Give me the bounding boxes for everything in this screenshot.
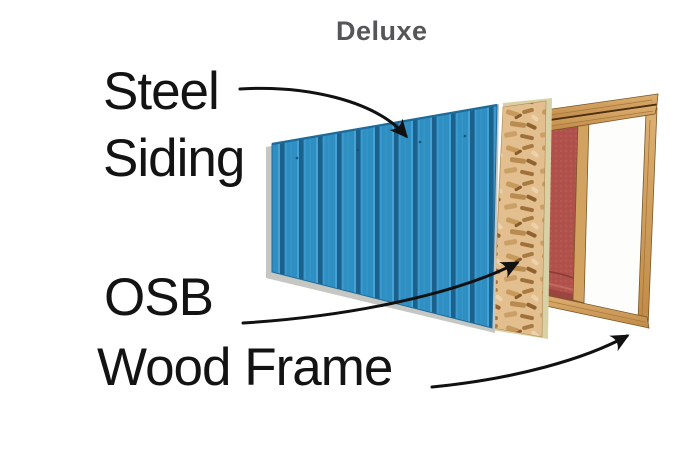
- osb-panel: [491, 98, 552, 339]
- siding-screws: [295, 134, 467, 160]
- label-steel-siding-line2: Siding: [103, 129, 245, 188]
- wood-frame: [544, 93, 659, 329]
- annotation-arrows: [238, 86, 630, 389]
- frame-empty-bay: [580, 108, 650, 321]
- label-osb: OSB: [104, 268, 214, 327]
- arrow-osb: [241, 261, 520, 325]
- osb-face: [492, 100, 547, 338]
- page-title: Deluxe: [336, 16, 428, 46]
- label-wood-frame: Wood Frame: [97, 338, 393, 397]
- arrow-steel-siding: [238, 86, 408, 139]
- label-steel-siding: Steel Siding: [103, 58, 245, 192]
- label-steel-siding-line1: Steel: [103, 62, 220, 121]
- arrow-wood-frame: [430, 334, 630, 389]
- steel-siding-panel: [266, 103, 499, 333]
